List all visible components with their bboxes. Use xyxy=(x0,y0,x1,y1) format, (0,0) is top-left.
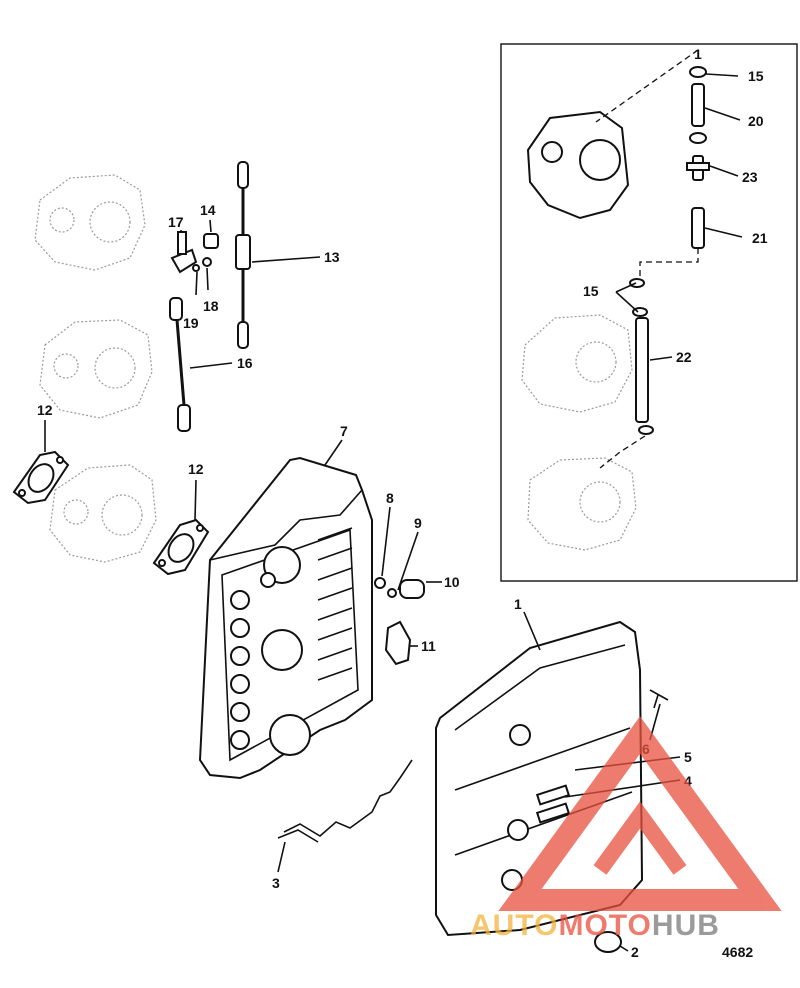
callout-17: 17 xyxy=(168,214,184,230)
adaptor-plate-part-7 xyxy=(198,456,373,780)
callout-4: 4 xyxy=(684,773,692,789)
clamp-ring xyxy=(689,132,707,144)
fitting-part-23 xyxy=(686,155,710,181)
ghost-carburetor-inset-lower xyxy=(527,457,637,551)
hose-part-21 xyxy=(691,207,705,249)
watermark-moto: MOTO xyxy=(558,909,651,942)
plate-port-bosses xyxy=(230,572,276,750)
callout-19: 19 xyxy=(183,315,199,331)
callout-15-top: 15 xyxy=(748,68,764,84)
callout-2: 2 xyxy=(631,944,639,960)
lever-part-17 xyxy=(170,231,198,274)
nut-part-9 xyxy=(387,588,397,598)
callout-15-pair: 15 xyxy=(583,283,599,299)
ghost-carburetor-upper xyxy=(34,174,146,271)
watermark-auto: AUTO xyxy=(470,909,558,942)
inset-detail-box xyxy=(500,43,798,582)
hose-part-3 xyxy=(277,759,413,843)
callout-21: 21 xyxy=(752,230,768,246)
callout-10: 10 xyxy=(444,574,460,590)
callout-16: 16 xyxy=(237,355,253,371)
clamp-part-15-top xyxy=(689,66,707,78)
callout-8: 8 xyxy=(386,490,394,506)
screw-part-6 xyxy=(649,689,669,709)
ghost-carburetor-middle xyxy=(39,319,153,419)
callout-1-cover: 1 xyxy=(514,596,522,612)
nut-part-18 xyxy=(202,257,212,267)
gasket-part-12-left xyxy=(12,450,70,505)
washer-part-8 xyxy=(374,577,386,589)
callout-20: 20 xyxy=(748,113,764,129)
callout-12-left: 12 xyxy=(37,402,53,418)
callout-5: 5 xyxy=(684,749,692,765)
bushing-part-14 xyxy=(203,233,219,249)
grommet-part-10 xyxy=(399,579,425,599)
callout-labels: 1 15 20 23 21 15 22 14 17 13 18 19 16 12… xyxy=(37,46,768,960)
watermark-hub: HUB xyxy=(652,909,720,942)
hose-part-22 xyxy=(635,317,654,435)
callout-22: 22 xyxy=(676,349,692,365)
hose-part-20 xyxy=(691,83,705,127)
ghost-carburetor-lower xyxy=(49,464,157,563)
callout-13: 13 xyxy=(324,249,340,265)
callout-18: 18 xyxy=(203,298,219,314)
callout-14: 14 xyxy=(200,202,216,218)
figure-number: 4682 xyxy=(722,944,753,960)
callout-23: 23 xyxy=(742,169,758,185)
plate-fins xyxy=(317,527,353,681)
gasket-part-12-right xyxy=(152,518,210,576)
automotohub-watermark-logo: AUTOMOTOHUB xyxy=(470,716,782,942)
callout-7: 7 xyxy=(340,423,348,439)
callout-3: 3 xyxy=(272,875,280,891)
link-rod-part-13 xyxy=(235,161,251,349)
watermark-text: AUTOMOTOHUB xyxy=(470,909,720,942)
callout-11: 11 xyxy=(421,638,436,654)
callout-1-inset: 1 xyxy=(694,46,702,62)
ghost-carburetor-inset-middle xyxy=(521,314,633,413)
callout-12-right: 12 xyxy=(188,461,204,477)
gasket-part-11 xyxy=(384,620,412,666)
plug-part-2 xyxy=(594,931,622,953)
watermark-triangle xyxy=(498,716,782,911)
carburetor-part-1 xyxy=(526,110,630,220)
link-rod-part-16 xyxy=(169,297,191,432)
washer-part-19 xyxy=(192,264,200,272)
callout-9: 9 xyxy=(414,515,422,531)
